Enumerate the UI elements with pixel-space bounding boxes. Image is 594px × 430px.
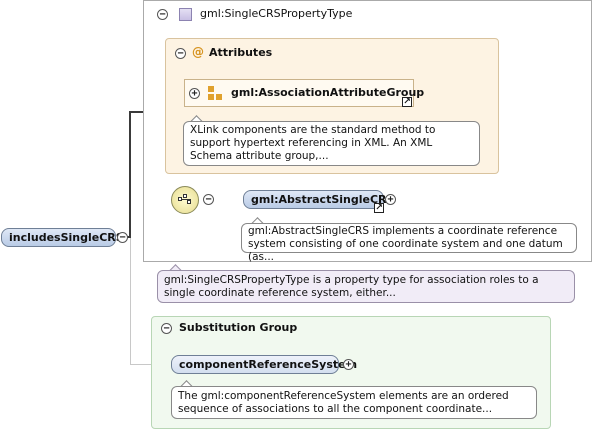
connector-to-type-box <box>129 111 145 113</box>
component-reference-system-expand-toggle[interactable]: + <box>343 359 354 370</box>
type-collapse-toggle[interactable]: − <box>157 9 168 20</box>
attribute-group-annotation: XLink components are the standard method… <box>183 121 480 166</box>
root-element-label: includesSingleCRS <box>9 231 124 244</box>
attribute-group-box[interactable] <box>184 79 414 107</box>
connector-root-to-subst <box>130 238 131 365</box>
type-annotation: gml:SingleCRSPropertyType is a property … <box>157 270 575 303</box>
sequence-collapse-toggle[interactable]: − <box>203 194 214 205</box>
attribute-icon: @ <box>192 45 204 59</box>
attribute-group-icon <box>208 86 222 100</box>
attribute-group-expand-toggle[interactable]: + <box>189 88 200 99</box>
substitution-collapse-toggle[interactable]: − <box>161 323 172 334</box>
attributes-collapse-toggle[interactable]: − <box>175 48 186 59</box>
abstract-single-crs-link-icon[interactable]: ↗ <box>374 203 384 213</box>
type-title: gml:SingleCRSPropertyType <box>200 7 353 20</box>
abstract-single-crs-expand-toggle[interactable]: + <box>385 194 396 205</box>
substitution-group-label: Substitution Group <box>179 321 298 334</box>
attributes-label: Attributes <box>209 46 273 59</box>
component-reference-system-annotation: The gml:componentReferenceSystem element… <box>171 386 537 419</box>
attribute-group-label: gml:AssociationAttributeGroup <box>231 86 425 99</box>
root-element-includesSingleCRS[interactable]: includesSingleCRS <box>1 228 124 247</box>
abstract-single-crs-annotation: gml:AbstractSingleCRS implements a coord… <box>241 223 577 263</box>
component-reference-system-label: componentReferenceSystem <box>179 358 358 371</box>
sequence-compositor[interactable] <box>171 186 199 214</box>
complex-type-icon <box>179 8 192 21</box>
abstract-single-crs-label: gml:AbstractSingleCRS <box>251 193 395 206</box>
element-gml-AbstractSingleCRS[interactable]: gml:AbstractSingleCRS <box>243 190 394 209</box>
sequence-icon <box>178 193 192 207</box>
root-collapse-toggle[interactable]: − <box>117 232 128 243</box>
element-componentReferenceSystem[interactable]: componentReferenceSystem <box>171 355 357 374</box>
connector-root-to-type <box>129 111 131 238</box>
attribute-group-link-icon[interactable]: ↗ <box>402 97 412 107</box>
connector-root-stub <box>127 236 131 238</box>
